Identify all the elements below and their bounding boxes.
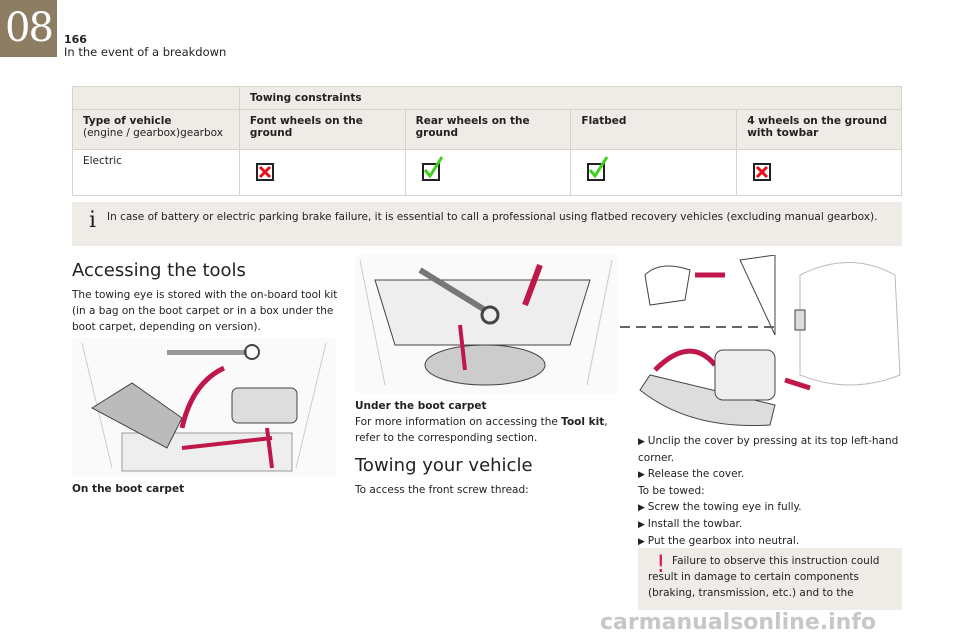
col-header-flatbed: Flatbed (570, 109, 738, 150)
front-cover-illustration (620, 255, 902, 433)
warning-icon: ! (656, 550, 666, 578)
table-row: Electric (72, 149, 902, 196)
step-item: Put the gearbox into neutral. (638, 533, 900, 550)
accessing-text: The towing eye is stored with the on-boa… (72, 289, 338, 333)
check-icon (587, 156, 609, 181)
group-header: Towing constraints (238, 86, 903, 110)
warning-note: ! Failure to observe this instruction co… (638, 548, 902, 610)
under-boot-carpet-illustration (355, 255, 617, 393)
info-note: i In case of battery or electric parking… (72, 202, 902, 246)
cross-icon (753, 163, 772, 181)
towing-constraints-table: Towing constraints Type of vehicle(engin… (72, 86, 903, 196)
col-header-rear: Rear wheels on the ground (404, 109, 572, 150)
col-header-4wheels: 4 wheels on the ground with towbar (736, 109, 902, 150)
heading-towing-vehicle: Towing your vehicle (355, 455, 533, 476)
steps-label: To be towed: (638, 485, 705, 497)
towing-text: To access the front screw thread: (355, 484, 529, 496)
step-item: Release the cover. (638, 466, 900, 483)
heading-accessing-tools: Accessing the tools (72, 260, 246, 281)
step-item: Unclip the cover by pressing at its top … (638, 433, 900, 466)
boot-carpet-illustration (72, 338, 336, 476)
tool-kit-link[interactable]: Tool kit (561, 416, 605, 428)
chapter-badge: 08 (0, 0, 57, 57)
vehicle-cell: Electric (72, 149, 240, 196)
check-icon (421, 156, 443, 181)
step-item: Install the towbar. (638, 516, 900, 533)
caption-under-boot: Under the boot carpet (355, 400, 487, 412)
page-number: 166 (64, 33, 87, 46)
col-header-vehicle: Type of vehicle(engine / gearbox)gearbox (72, 109, 240, 150)
page-title: In the event of a breakdown (64, 45, 227, 59)
col-header-front: Font wheels on the ground (238, 109, 406, 150)
cross-icon (255, 163, 274, 181)
table-corner (72, 86, 240, 110)
watermark: carmanualsonline.info (600, 610, 876, 635)
caption-boot-carpet: On the boot carpet (72, 483, 185, 495)
steps-list: Unclip the cover by pressing at its top … (638, 433, 900, 550)
step-item: Screw the towing eye in fully. (638, 499, 900, 516)
info-icon: i (89, 208, 97, 233)
